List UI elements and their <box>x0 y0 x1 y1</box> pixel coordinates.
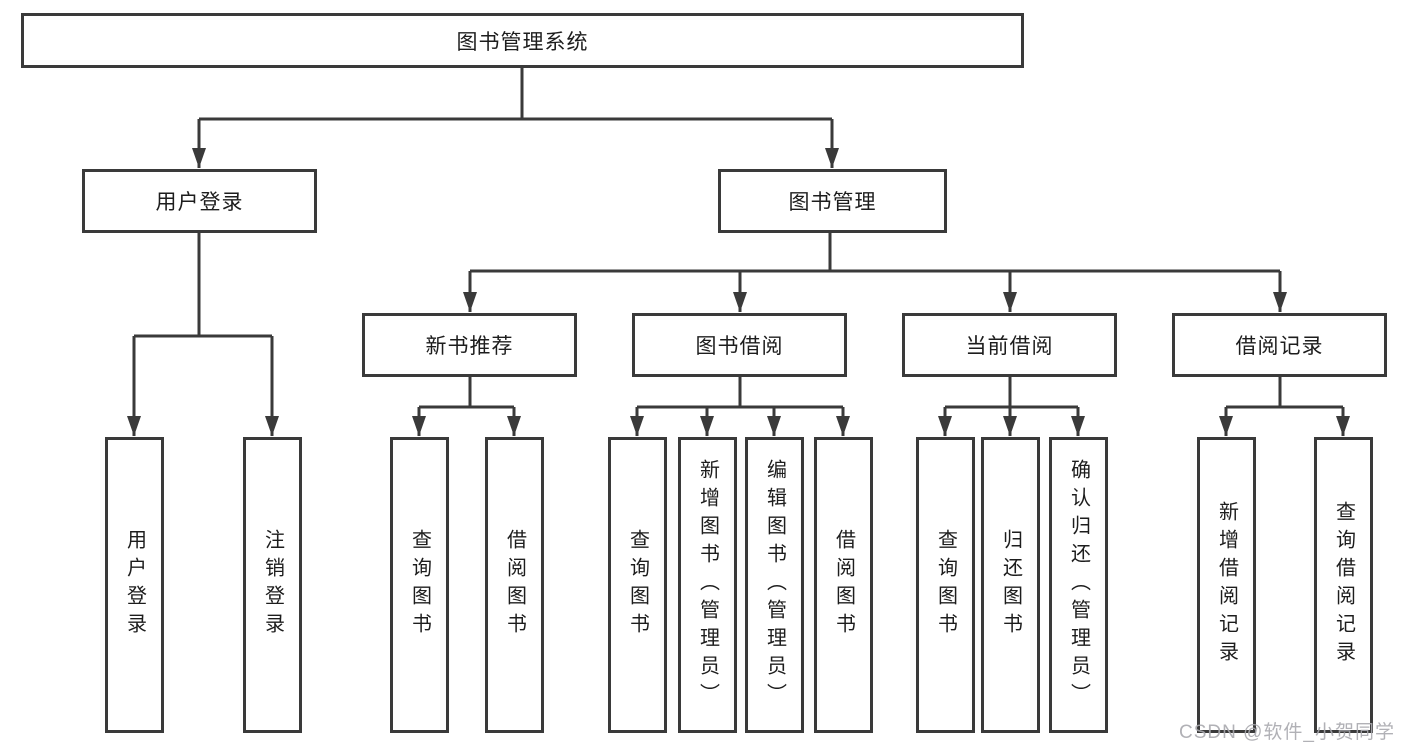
edge-user-rail <box>134 233 272 338</box>
edge-current-rail <box>945 377 1078 409</box>
node-leaf-add-borrow-record: 新增借阅记录 <box>1197 437 1256 733</box>
node-leaf-edit-book-admin: 编辑图书（管理员） <box>745 437 804 733</box>
node-leaf-query-book-current: 查询图书 <box>916 437 975 733</box>
node-new-book-rec-label: 新书推荐 <box>425 335 514 358</box>
node-leaf-return-book-label: 归还图书 <box>999 529 1022 641</box>
node-leaf-query-book-borrow: 查询图书 <box>608 437 667 733</box>
node-leaf-user-login: 用户登录 <box>105 437 164 733</box>
node-leaf-query-book-rec-label: 查询图书 <box>408 529 431 641</box>
node-leaf-user-login-label: 用户登录 <box>123 529 146 641</box>
node-user-login-label: 用户登录 <box>155 191 244 214</box>
node-leaf-borrow-book-rec: 借阅图书 <box>485 437 544 733</box>
csdn-watermark: CSDN @软件_小贺同学 <box>1179 722 1395 743</box>
node-leaf-borrow-book: 借阅图书 <box>814 437 873 733</box>
node-leaf-edit-book-admin-label: 编辑图书（管理员） <box>763 459 786 711</box>
node-leaf-add-book-admin-label: 新增图书（管理员） <box>696 459 719 711</box>
node-borrow-records: 借阅记录 <box>1172 313 1387 377</box>
edge-newbook-rail <box>419 377 514 409</box>
edge-records-rail <box>1226 377 1343 409</box>
node-borrow-records-label: 借阅记录 <box>1235 335 1324 358</box>
node-leaf-borrow-book-rec-label: 借阅图书 <box>503 529 526 641</box>
node-leaf-confirm-return-admin: 确认归还（管理员） <box>1049 437 1108 733</box>
edge-book-rail <box>470 233 1280 273</box>
node-book-borrow-label: 图书借阅 <box>695 335 784 358</box>
node-current-borrow-label: 当前借阅 <box>965 335 1054 358</box>
edge-borrow-rail <box>637 377 843 409</box>
node-leaf-borrow-book-label: 借阅图书 <box>832 529 855 641</box>
node-leaf-add-borrow-record-label: 新增借阅记录 <box>1215 501 1238 669</box>
node-leaf-return-book: 归还图书 <box>981 437 1040 733</box>
node-root: 图书管理系统 <box>21 13 1024 68</box>
node-leaf-add-book-admin: 新增图书（管理员） <box>678 437 737 733</box>
node-current-borrow: 当前借阅 <box>902 313 1117 377</box>
edge-root-rail <box>199 68 832 121</box>
node-book-mgmt: 图书管理 <box>718 169 947 233</box>
node-leaf-query-book-current-label: 查询图书 <box>934 529 957 641</box>
node-root-label: 图书管理系统 <box>456 30 589 54</box>
node-book-mgmt-label: 图书管理 <box>788 191 877 214</box>
node-leaf-logout-label: 注销登录 <box>261 529 284 641</box>
node-leaf-logout: 注销登录 <box>243 437 302 733</box>
node-user-login: 用户登录 <box>82 169 317 233</box>
node-new-book-rec: 新书推荐 <box>362 313 577 377</box>
node-book-borrow: 图书借阅 <box>632 313 847 377</box>
node-leaf-query-book-borrow-label: 查询图书 <box>626 529 649 641</box>
node-leaf-query-borrow-record-label: 查询借阅记录 <box>1332 501 1355 669</box>
node-leaf-confirm-return-admin-label: 确认归还（管理员） <box>1067 459 1090 711</box>
node-leaf-query-borrow-record: 查询借阅记录 <box>1314 437 1373 733</box>
node-leaf-query-book-rec: 查询图书 <box>390 437 449 733</box>
